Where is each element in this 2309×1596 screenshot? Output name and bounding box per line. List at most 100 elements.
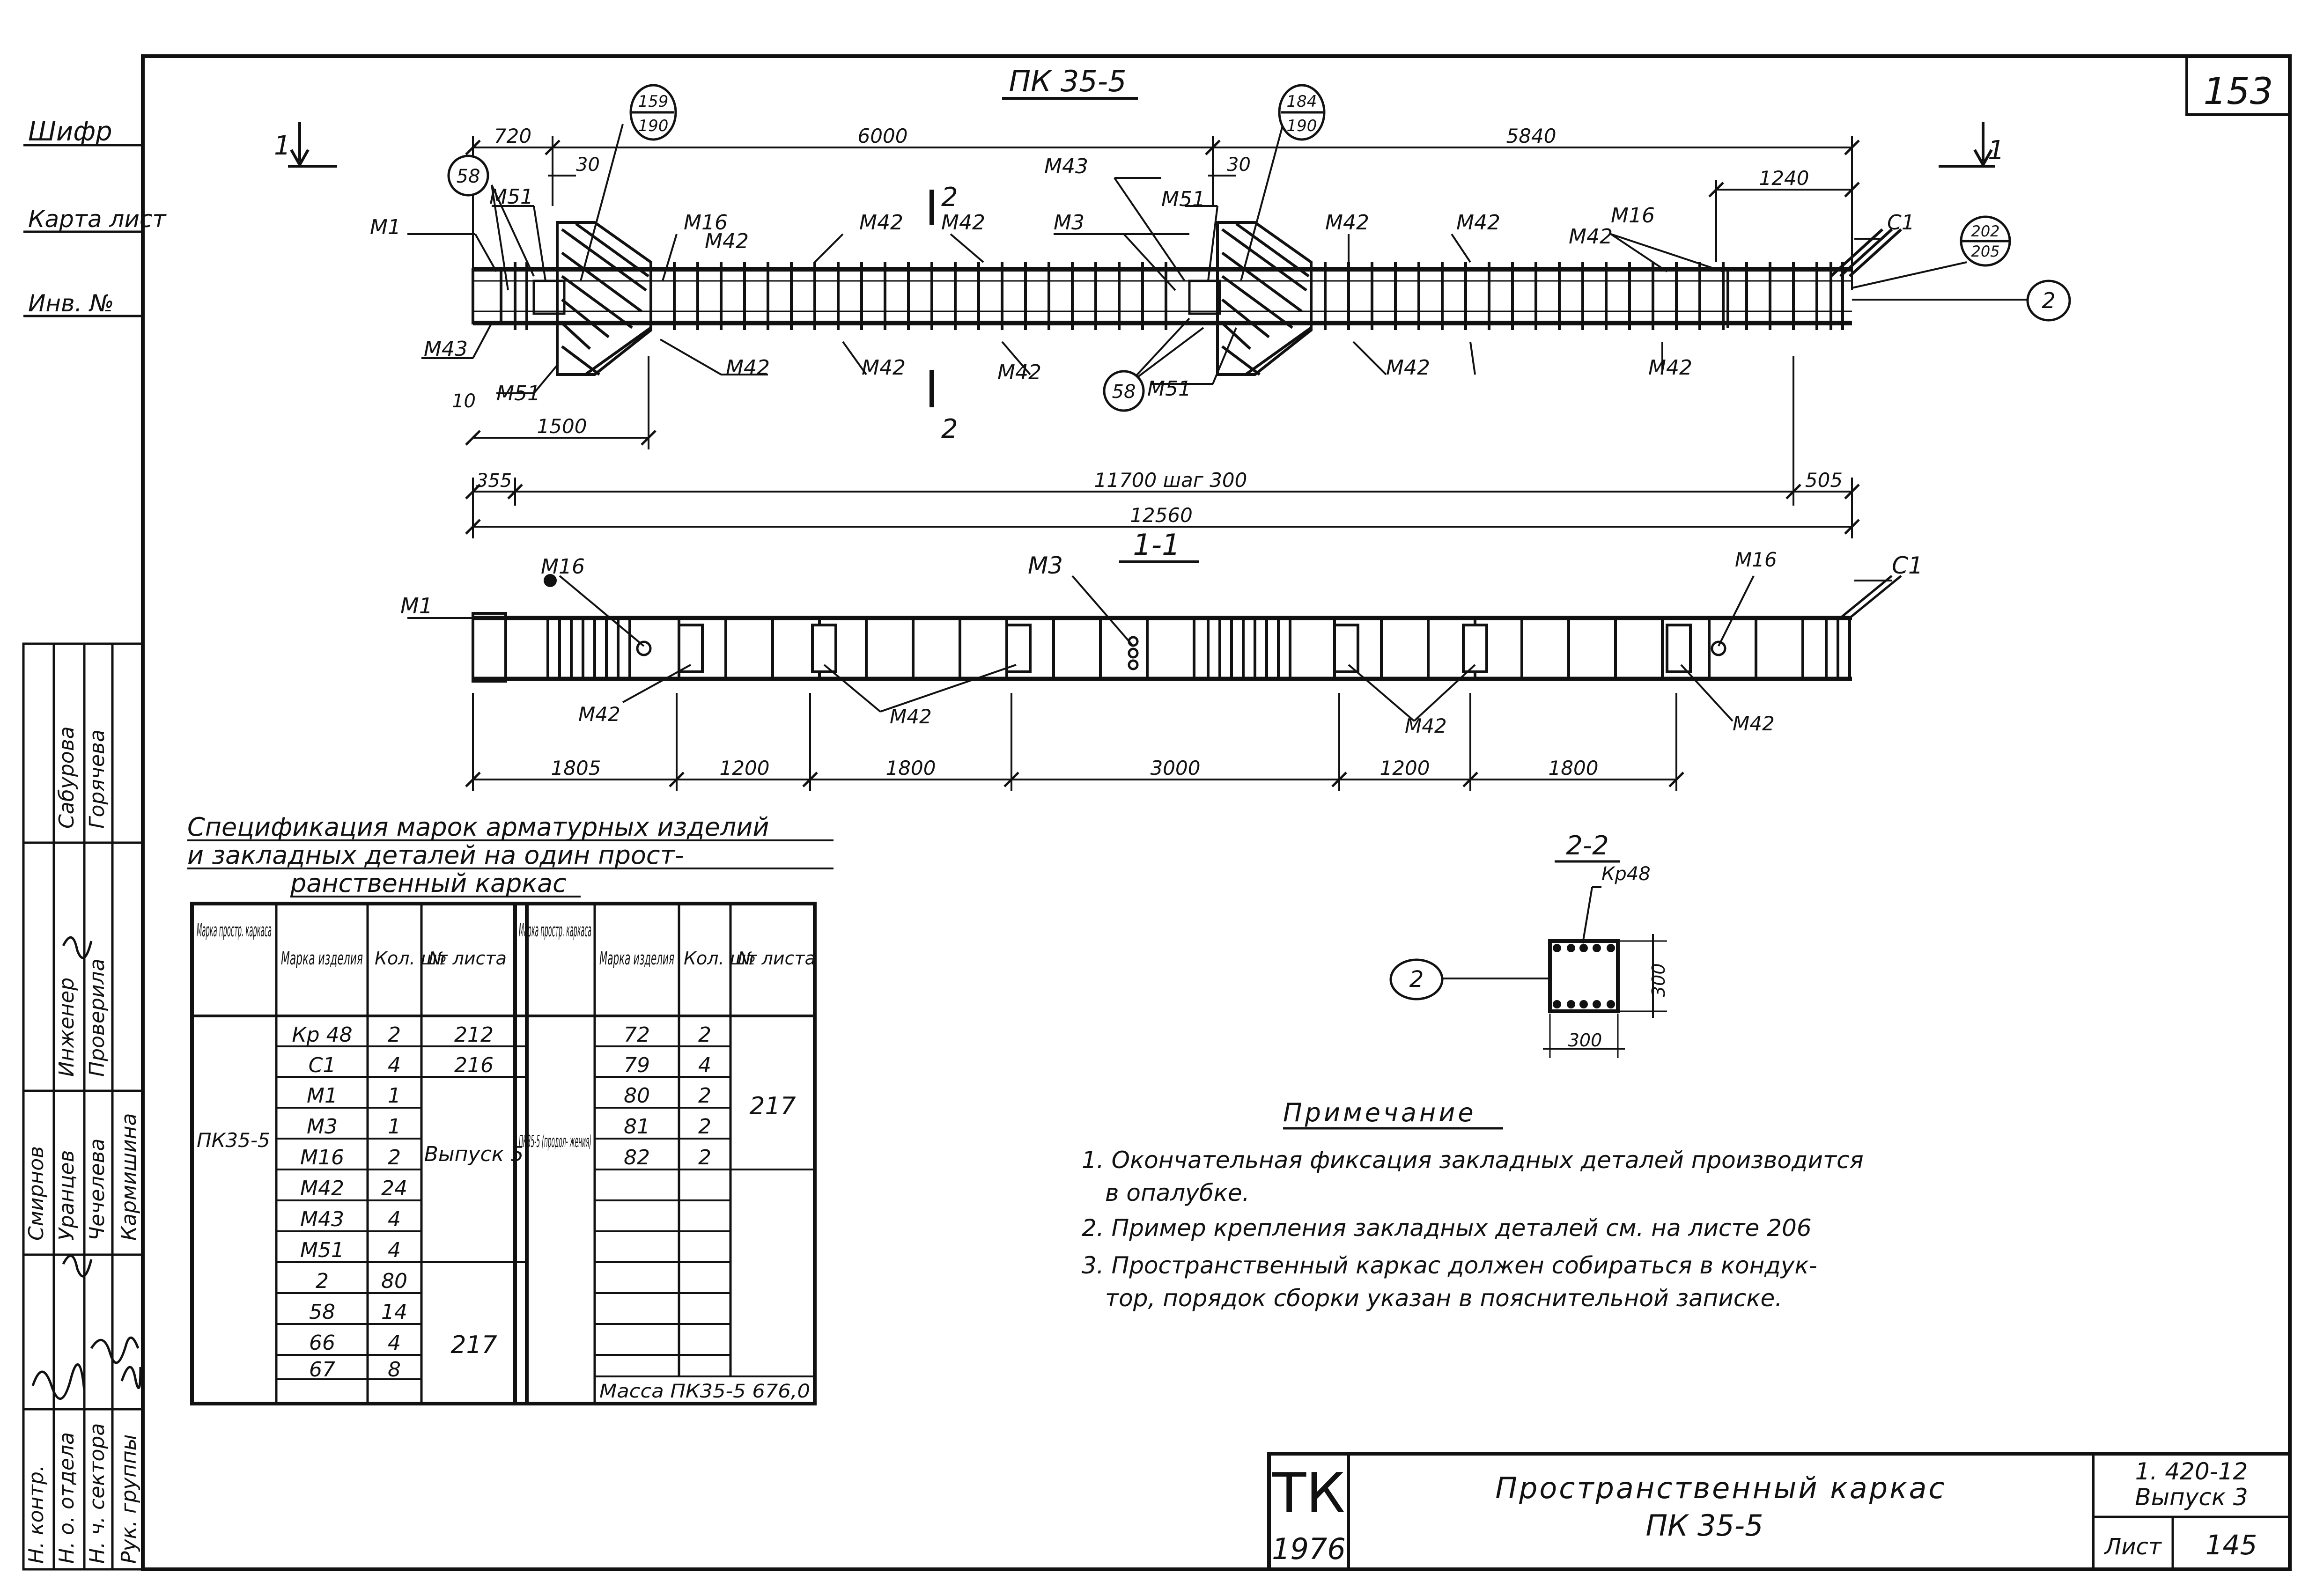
spec-title: Спецификация марок арматурных изделий и … [187,812,769,898]
spec-row-9-qty: 80 [381,1269,407,1293]
dim-10: 10 [452,390,476,412]
plan-label-m42-6: М42 [997,360,1041,384]
page-number: 153 [2204,71,2273,113]
spec-row-8-qty: 4 [388,1238,401,1262]
spec-right-headers: Марка простр. каркаса Марка изделия Кол.… [519,920,816,969]
section11-dimensions [472,693,1677,791]
plan-label-m42-2: М42 [859,211,903,235]
title-line-1: Пространственный каркас [1495,1471,1946,1505]
spec-right-row-5-mark: 82 [624,1146,650,1169]
plan-label-m42-5: М42 [862,356,906,380]
dim-355: 355 [476,470,512,492]
spec-merged-217-right: 217 [749,1092,796,1120]
plan-label-m42-10: М42 [1648,356,1692,380]
spec-left-headers: Марка простр. каркаса Марка изделия Кол.… [197,920,507,969]
spec-right-h4: № листа [737,948,816,969]
section22-pos: 2 [1409,966,1424,993]
side-name-2: Уранцев [55,1150,79,1241]
spec-right-h3: Кол. шт [684,948,757,969]
plan-label-m43-right: М43 [1044,154,1088,178]
spec-title-line3: ранственный каркас [290,868,567,898]
spec-right-row-2-qty: 4 [698,1053,711,1077]
spec-row-6-qty: 24 [381,1177,407,1200]
note-1b: в опалубке. [1105,1179,1250,1206]
plan-leaders [407,124,2028,394]
circle-159: 159 [638,92,669,111]
dim-1500: 1500 [537,415,587,438]
title-block [1267,1452,2292,1571]
sec11-label-m3: М3 [1028,552,1063,579]
plan-label-m42-4: М42 [726,356,770,380]
side-stamp-text: Н. контр. Н. о. отдела Н. ч. сектора Рук… [24,726,141,1564]
side-name-1: Смирнов [24,1146,48,1241]
sec11-dim-1800-a: 1800 [886,757,936,780]
section11-dim-ticks [465,772,1684,787]
dim-6000: 6000 [858,125,908,147]
plan-stirrups [514,262,1844,330]
sec11-dim-1800-b: 1800 [1549,757,1599,780]
spec-row-7-qty: 4 [388,1207,401,1231]
plan-label-c1: С1 [1887,211,1915,235]
sec11-dim-3000: 3000 [1151,757,1201,780]
plan-dimension-lines [472,136,1853,538]
plan-label-m16-2: М16 [1611,204,1655,228]
left-stamp-row2: Карта лист [28,206,167,233]
section-1-1-title: 1-1 [1133,528,1180,562]
left-stamp-row3: Инв. № [28,290,114,317]
spec-row-4-qty: 1 [388,1115,401,1139]
spec-row-12-mark: 67 [309,1358,335,1382]
spec-row-2-mark: С1 [309,1053,336,1077]
plan-label-m42-7: М42 [1325,211,1369,235]
spec-row-1-qty: 2 [388,1023,401,1047]
spec-row-3-mark: М1 [307,1084,338,1108]
sec11-label-m42-3: М42 [1405,714,1447,737]
title-sheet-label: Лист [2103,1534,2162,1560]
sec11-label-m42-4: М42 [1733,712,1775,735]
plan-label-m51-2: М51 [496,382,540,405]
notes-heading: Примечание [1283,1098,1476,1127]
plan-label-m16-1: М16 [684,211,728,235]
plan-label-m51-1: М51 [489,185,533,209]
spec-row-11-qty: 4 [388,1331,401,1355]
title-issue: Выпуск 3 [2135,1484,2248,1511]
side-role2-1: Инженер [55,978,79,1077]
spec-row-2-sheet: 216 [454,1053,494,1077]
note-3: 3. Пространственный каркас должен собира… [1082,1252,1817,1279]
spec-right-row-4-qty: 2 [698,1115,711,1139]
sec11-dim-1200-b: 1200 [1380,757,1430,780]
dim-30-left: 30 [576,154,600,176]
cut-marker-1-left [288,122,337,168]
plan-dim-ticks [465,140,1860,535]
sec11-dim-1805: 1805 [551,757,601,780]
cut-2-top-label: 2 [941,182,958,213]
spec-left-rows: Кр 48 2 212 С1 4 216 М1 1 М3 1 М16 2 М42… [292,1023,494,1382]
dim-11700: 11700 шаг 300 [1094,469,1247,492]
plan-label-m42-9: М42 [1386,356,1430,380]
side-role2-2: Проверила [85,958,109,1077]
side-name-3: Чечелева [85,1139,109,1241]
circle-190-left: 190 [638,117,669,135]
spec-frame-mark-right: ПК35-5 (продол- жения) [519,1132,591,1151]
side-name-4: Кармишина [117,1113,141,1241]
signature-scribbles [31,936,142,1400]
plan-label-m43-left: М43 [424,337,468,361]
plan-label-m42-3: М42 [941,211,985,235]
spec-right-rows: 72 2 79 4 80 2 81 2 82 2 [624,1023,711,1169]
spec-frame-mark: ПК35-5 [197,1129,270,1152]
section22-dim-h: 300 [1568,1030,1602,1051]
spec-left-h1: Марка простр. каркаса [197,920,272,941]
title-year: 1976 [1272,1532,1346,1566]
dim-5840: 5840 [1506,125,1557,147]
spec-row-1-sheet: 212 [454,1023,494,1047]
section22-bars [1553,944,1615,1008]
left-stamp [23,144,143,317]
spec-right-row-1-qty: 2 [698,1023,711,1047]
dim-12560: 12560 [1130,504,1193,527]
circle-58-left: 58 [457,166,480,187]
sec11-label-m16-right: М16 [1735,548,1777,571]
spec-row-10-mark: 58 [309,1300,335,1324]
spec-right-row-3-qty: 2 [698,1084,711,1108]
dim-1240: 1240 [1759,167,1809,190]
note-2: 2. Пример крепления закладных деталей см… [1082,1214,1812,1242]
